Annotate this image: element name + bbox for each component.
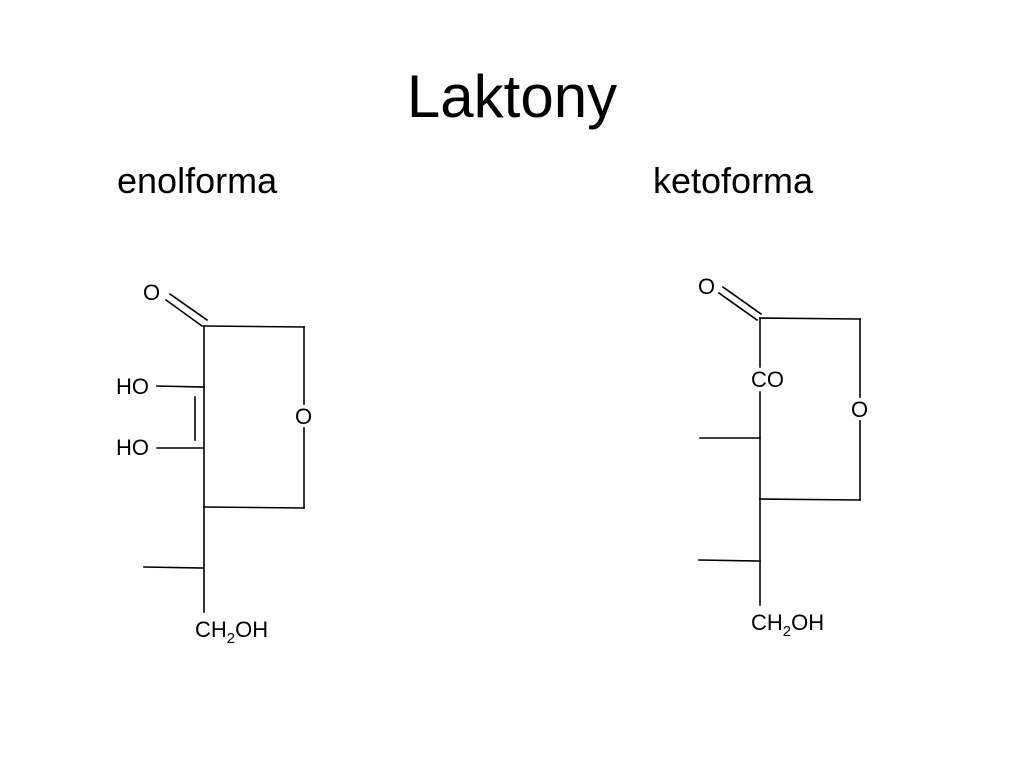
keto-structure: O CO O CH2OH [698,274,868,640]
enol-ring-top [203,325,305,328]
enol-ho-upper-bond [156,385,205,388]
enol-ring-bottom [203,506,305,509]
enol-ch2oh-label: CH2OH [195,617,268,647]
keto-carbonyl-bond-2 [721,285,763,316]
keto-branch-bond-lower [698,559,761,562]
enol-ring-oxygen: O [295,404,312,429]
slide-title: Laktony [406,63,618,130]
enol-ho-lower-label: HO [116,435,149,460]
keto-form-caption: ketoforma [653,160,814,201]
keto-ring-oxygen: O [851,397,868,422]
enol-form-caption: enolforma [117,160,278,201]
keto-ring-bottom [759,498,861,501]
enol-structure: O O HO HO CH2OH [116,280,312,647]
keto-co-label: CO [751,367,784,392]
keto-ch2oh-label: CH2OH [751,610,824,640]
enol-ho-upper-label: HO [116,374,149,399]
keto-carbonyl-bond-1 [717,291,759,322]
keto-carbonyl-oxygen: O [698,274,715,299]
enol-carbonyl-bond-1 [164,298,204,328]
enol-carbonyl-bond-2 [168,292,209,322]
enol-branch-bond [143,566,205,569]
keto-ring-top [759,317,861,320]
enol-carbonyl-oxygen: O [143,280,160,305]
